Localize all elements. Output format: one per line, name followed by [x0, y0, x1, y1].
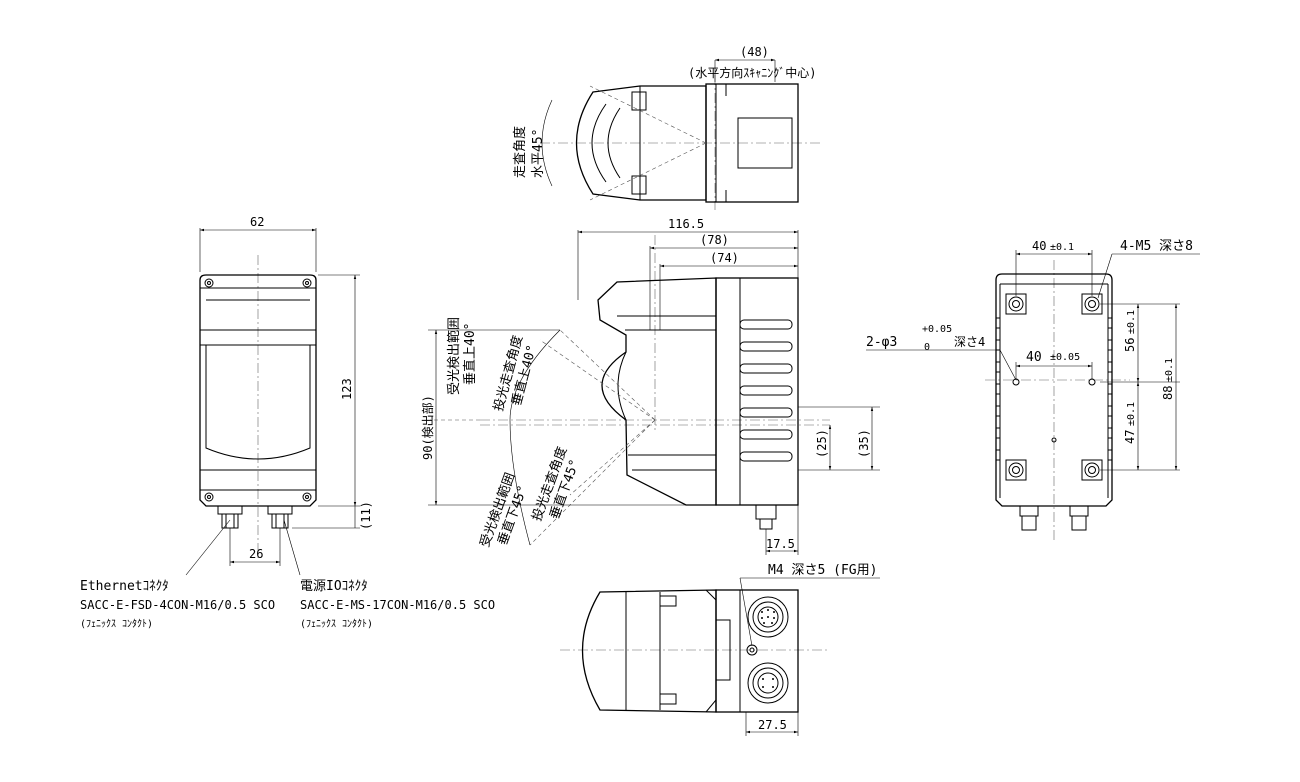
- pin-tol-lower: 0: [924, 342, 930, 353]
- length-78-label: (78): [700, 233, 729, 247]
- recv-down-label: 受光検出範囲 垂直下45°: [478, 471, 531, 549]
- pin-hole-label: 2-φ3: [866, 335, 897, 350]
- dim-88-label: 88: [1161, 386, 1175, 400]
- connector-labels: Ethernetｺﾈｸﾀ SACC-E-FSD-4CON-M16/0.5 SCO…: [80, 579, 495, 630]
- bottom-view: M4 深さ5 (FG用) 27.5: [560, 563, 880, 736]
- ethernet-connector-title: Ethernetｺﾈｸﾀ: [80, 579, 169, 594]
- proj-up-label: 投光走査角度 垂直上40°: [490, 334, 540, 413]
- side-ribs: [995, 317, 1113, 461]
- front-height-label: 123: [340, 378, 354, 400]
- cooling-fins: [739, 319, 793, 462]
- svg-text:垂直上40°: 垂直上40°: [463, 323, 478, 385]
- proj-down-label: 投光走査角度 垂直下45°: [529, 445, 583, 524]
- scan-angle-line2: 水平45°: [531, 129, 546, 178]
- dim-56-tol: ±0.1: [1126, 310, 1137, 334]
- pin-spacing-label: 40: [1026, 350, 1042, 365]
- power-connector-part: SACC-E-MS-17CON-M16/0.5 SCO: [300, 598, 495, 612]
- power-connector-title: 電源IOｺﾈｸﾀ: [300, 579, 368, 594]
- dim-27-5-label: 27.5: [758, 718, 787, 732]
- svg-text:受光検出範囲: 受光検出範囲: [447, 317, 462, 395]
- front-width-label: 62: [250, 215, 264, 229]
- dim-35-label: (35): [857, 429, 871, 458]
- hole-spacing-top-label: 40: [1032, 239, 1046, 253]
- dim-25-label: (25): [815, 429, 829, 458]
- length-74-label: (74): [710, 251, 739, 265]
- ethernet-connector-maker: (ﾌｪﾆｯｸｽ ｺﾝﾀｸﾄ): [80, 618, 153, 630]
- hole-spacing-top-tol: ±0.1: [1050, 242, 1074, 253]
- ethernet-connector-pins: [762, 678, 774, 688]
- dim-56-label: 56: [1123, 338, 1137, 352]
- detect-range-label: 90(検出部): [420, 395, 435, 460]
- top-view: (48) (水平方向ｽｷｬﾆﾝｸﾞ中心) 走査角度 水平45°: [512, 45, 820, 210]
- power-connector-maker: (ﾌｪﾆｯｸｽ ｺﾝﾀｸﾄ): [300, 618, 373, 630]
- dim-47-tol: ±0.1: [1126, 402, 1137, 426]
- scan-center-note: (水平方向ｽｷｬﾆﾝｸﾞ中心): [688, 65, 816, 80]
- connector-offset-label: (11): [359, 501, 373, 530]
- pin-spacing-tol: ±0.05: [1050, 352, 1080, 363]
- side-view: 116.5 (78) (74) 90(検出部) 受光検出範囲 垂直上40° 投光…: [420, 217, 880, 555]
- dim-88-tol: ±0.1: [1164, 358, 1175, 382]
- dim-17-5-label: 17.5: [766, 537, 795, 551]
- dim-47-label: 47: [1123, 430, 1137, 444]
- power-connector-pins: [761, 609, 775, 624]
- pin-depth-label: 深さ4: [954, 335, 985, 349]
- recv-up-label: 受光検出範囲 垂直上40°: [447, 317, 478, 395]
- connector-spacing-label: 26: [249, 547, 263, 561]
- ethernet-connector-part: SACC-E-FSD-4CON-M16/0.5 SCO: [80, 598, 275, 612]
- scan-angle-line1: 走査角度: [512, 126, 528, 178]
- m4-note: M4 深さ5 (FG用): [768, 563, 877, 578]
- total-length-label: 116.5: [668, 217, 704, 231]
- m5-note: 4-M5 深さ8: [1120, 239, 1193, 254]
- front-view: 62 123 (11) 26: [185, 215, 373, 576]
- dim-48-label: (48): [740, 45, 769, 59]
- back-view: 40 ±0.1 4-M5 深さ8 2-φ3 +0.05 0 深さ4 40 ±0.…: [866, 239, 1200, 540]
- pin-tol-upper: +0.05: [922, 324, 952, 335]
